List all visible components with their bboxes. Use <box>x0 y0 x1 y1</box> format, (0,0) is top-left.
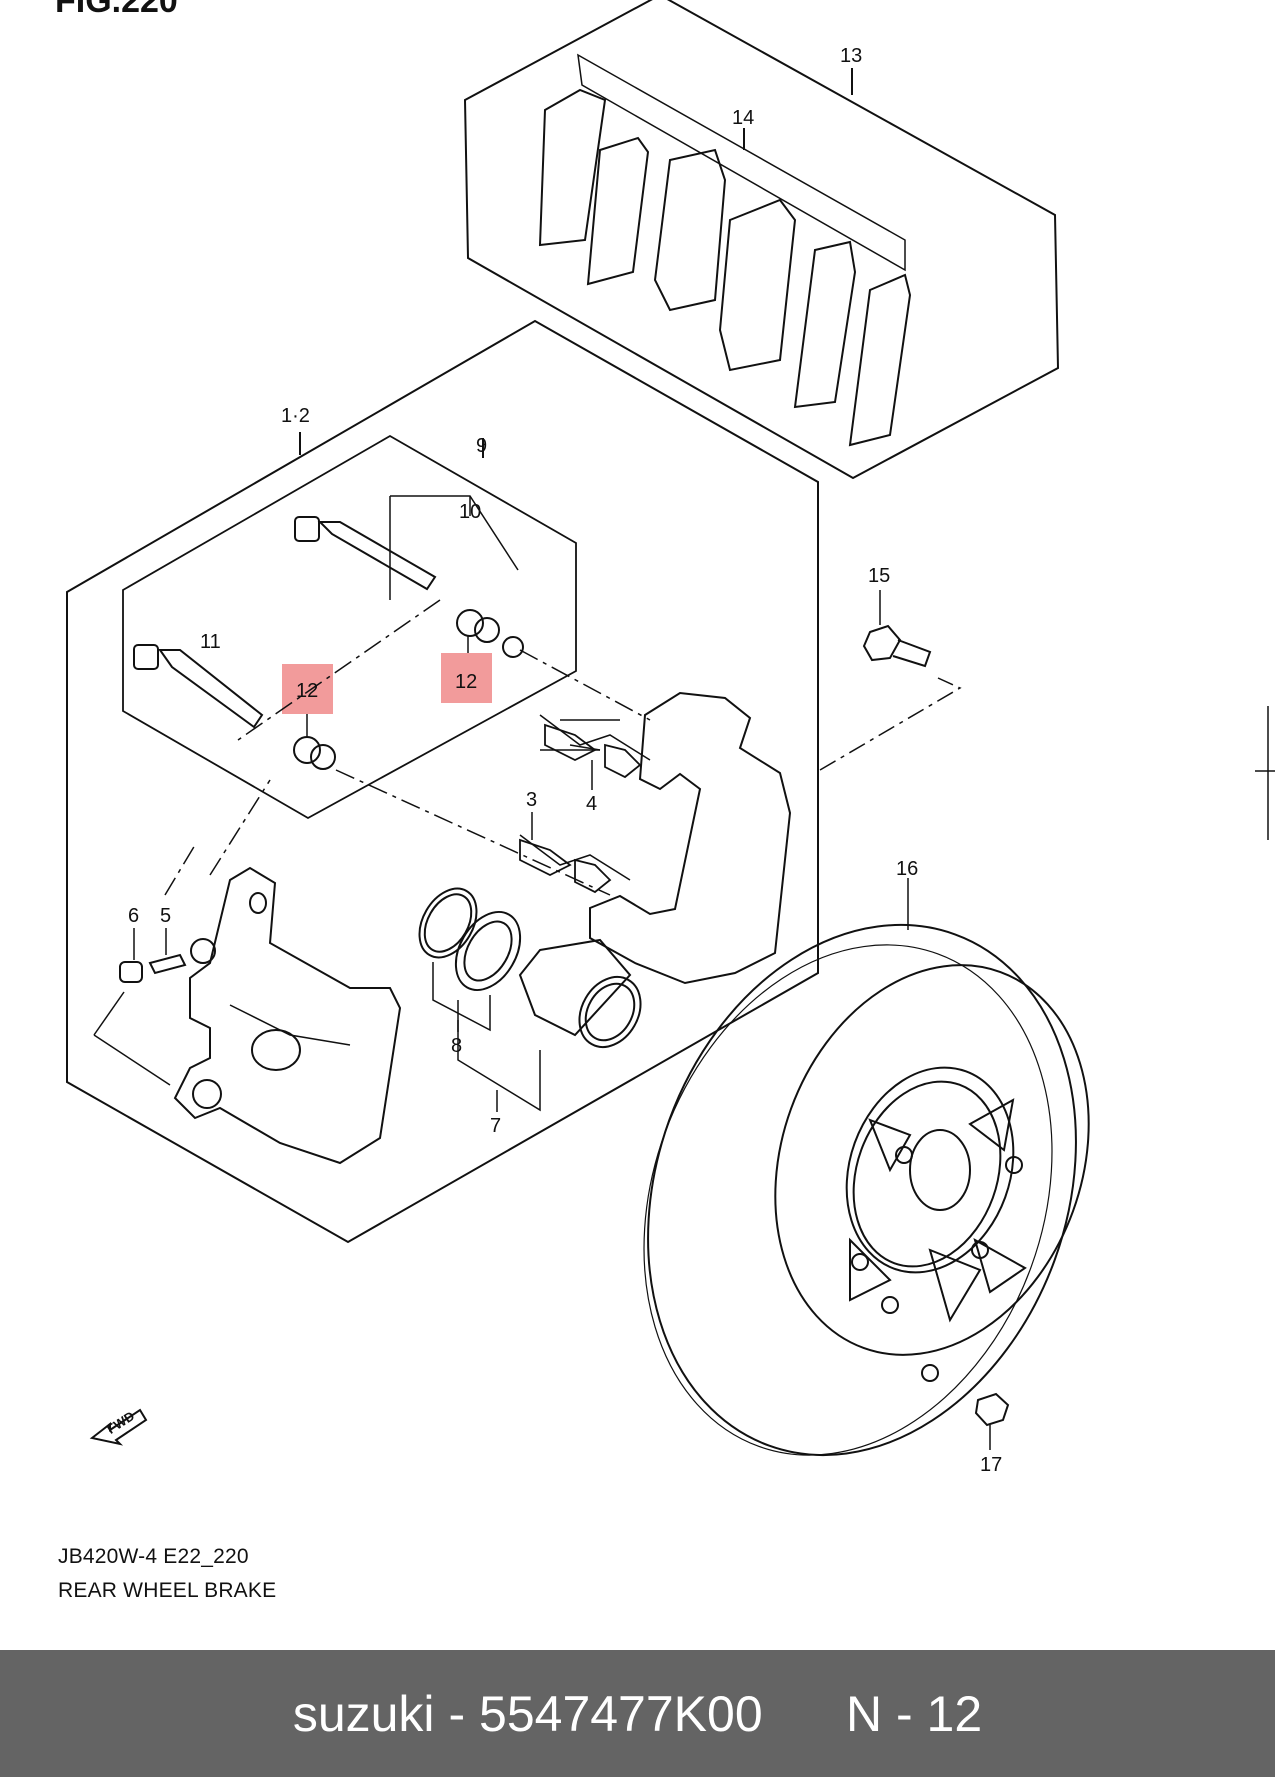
callout-11: 11 <box>200 631 221 653</box>
callout-12-a: 12 <box>296 680 318 702</box>
callout-6: 6 <box>128 905 139 927</box>
caliper-bracket <box>519 691 792 985</box>
fwd-arrow-icon: FWD <box>89 1408 148 1446</box>
callout-15: 15 <box>868 565 890 587</box>
highlight-part-12-a <box>282 664 333 714</box>
callout-17: 17 <box>980 1454 1002 1476</box>
callout-14: 14 <box>732 107 754 129</box>
callout-1-2: 1·2 <box>281 405 310 427</box>
piston-seal-kit <box>418 887 642 1112</box>
footer-separator: - <box>448 1685 466 1742</box>
callout-10: 10 <box>459 501 481 523</box>
callout-leaders-12 <box>306 636 469 737</box>
footer-position: N - 12 <box>846 1685 983 1742</box>
caliper-assembly-box <box>66 319 819 1244</box>
callout-leaders-3-4 <box>531 760 593 840</box>
figure-title: FIG.220 <box>55 0 178 20</box>
callout-12-b: 12 <box>455 671 477 693</box>
diagram-name: REAR WHEEL BRAKE <box>58 1579 277 1602</box>
callout-16: 16 <box>896 858 918 880</box>
callout-leaders-5-6 <box>133 928 167 960</box>
highlight-part-12-b <box>441 653 492 703</box>
footer-brand: suzuki <box>292 1685 435 1742</box>
footer-space-2 <box>465 1685 479 1743</box>
bolt-15 <box>819 590 962 771</box>
callout-3: 3 <box>526 789 537 811</box>
callout-4: 4 <box>586 793 597 815</box>
callout-8: 8 <box>451 1035 462 1057</box>
diagram-code: JB420W-4 E22_220 <box>58 1545 249 1568</box>
callout-13: 13 <box>840 45 862 67</box>
footer-bar: suzuki - 5547477K00 N - 12 <box>0 1650 1275 1777</box>
caliper-body <box>93 866 402 1165</box>
alignment-lines <box>164 599 651 896</box>
brake-disc <box>643 878 1090 1457</box>
footer-part-number: 5547477K00 <box>479 1685 763 1742</box>
guide-pins <box>133 516 524 770</box>
callout-9: 9 <box>476 435 487 457</box>
edge-fragment <box>1255 706 1275 840</box>
callout-7: 7 <box>490 1115 501 1137</box>
callout-5: 5 <box>160 905 171 927</box>
callout-leaders-7-8 <box>457 1020 498 1112</box>
footer-space-1 <box>435 1685 449 1743</box>
footer-gap <box>763 1685 846 1743</box>
bolt-17 <box>974 1392 1010 1450</box>
pad-kit-group <box>463 0 1060 480</box>
parts-diagram: FIG.220 13 14 1·2 9 10 <box>55 0 1275 1476</box>
